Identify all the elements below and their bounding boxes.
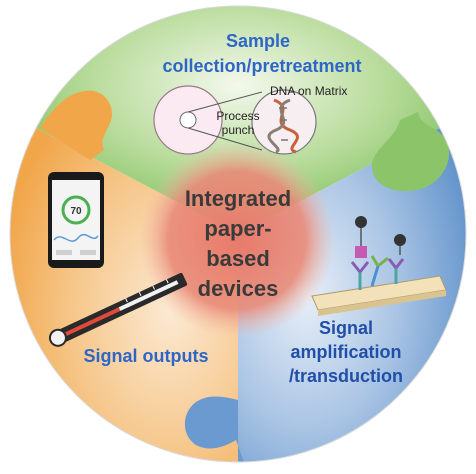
segment-top-green — [36, 5, 440, 234]
process-punch-label: Process punch — [216, 109, 259, 137]
phone-button-b — [80, 250, 96, 255]
right-title-line-1: Signal — [319, 318, 373, 338]
test-strip-illustration — [48, 272, 188, 347]
paper-disc-illustration — [153, 85, 317, 155]
strip-bulb — [48, 328, 67, 347]
punch-label-line-2: punch — [222, 123, 255, 137]
phone-button-a — [56, 250, 72, 255]
zoom-line-top — [187, 91, 263, 113]
center-title: Integrated paper- based devices — [185, 186, 291, 301]
antibody-icon-1 — [350, 216, 370, 290]
antibody-icon-3 — [370, 255, 389, 287]
strip-indicator-rest — [118, 280, 179, 311]
strip-indicator — [64, 307, 121, 337]
center-blob — [139, 142, 335, 338]
top-title-line-1: Sample — [226, 31, 290, 51]
center-line-4: devices — [198, 276, 279, 301]
right-title-line-2: amplification — [290, 342, 401, 362]
left-title: Signal outputs — [84, 346, 209, 366]
puzzle-knob-top-right — [371, 112, 450, 192]
assay-illustration — [311, 216, 447, 316]
phone-graph-line — [53, 233, 99, 242]
top-title-line-2: collection/pretreatment — [162, 56, 361, 76]
phone-gauge-ring — [61, 195, 91, 225]
right-title-line-3: /transduction — [289, 366, 403, 386]
antibody-icon-2 — [387, 234, 406, 284]
center-line-3: based — [206, 246, 270, 271]
phone-screen — [52, 180, 100, 260]
phone-gauge-value: 70 — [70, 206, 82, 217]
smartphone-illustration: 70 — [48, 172, 104, 268]
punch-label-line-1: Process — [216, 109, 259, 123]
punch-hole — [179, 111, 197, 129]
right-title: Signal amplification /transduction — [289, 318, 403, 386]
dna-helix-icon — [267, 98, 299, 154]
dna-on-matrix-label: DNA on Matrix — [270, 84, 347, 98]
top-title: Sample collection/pretreatment — [162, 31, 361, 76]
center-line-2: paper- — [204, 216, 271, 241]
center-line-1: Integrated — [185, 186, 291, 211]
zoom-line-bottom — [187, 127, 263, 151]
puzzle-knob-bottom — [184, 396, 244, 462]
outer-ring — [9, 5, 467, 463]
assay-substrate-side — [318, 290, 446, 316]
puzzle-knob-left — [40, 90, 112, 160]
